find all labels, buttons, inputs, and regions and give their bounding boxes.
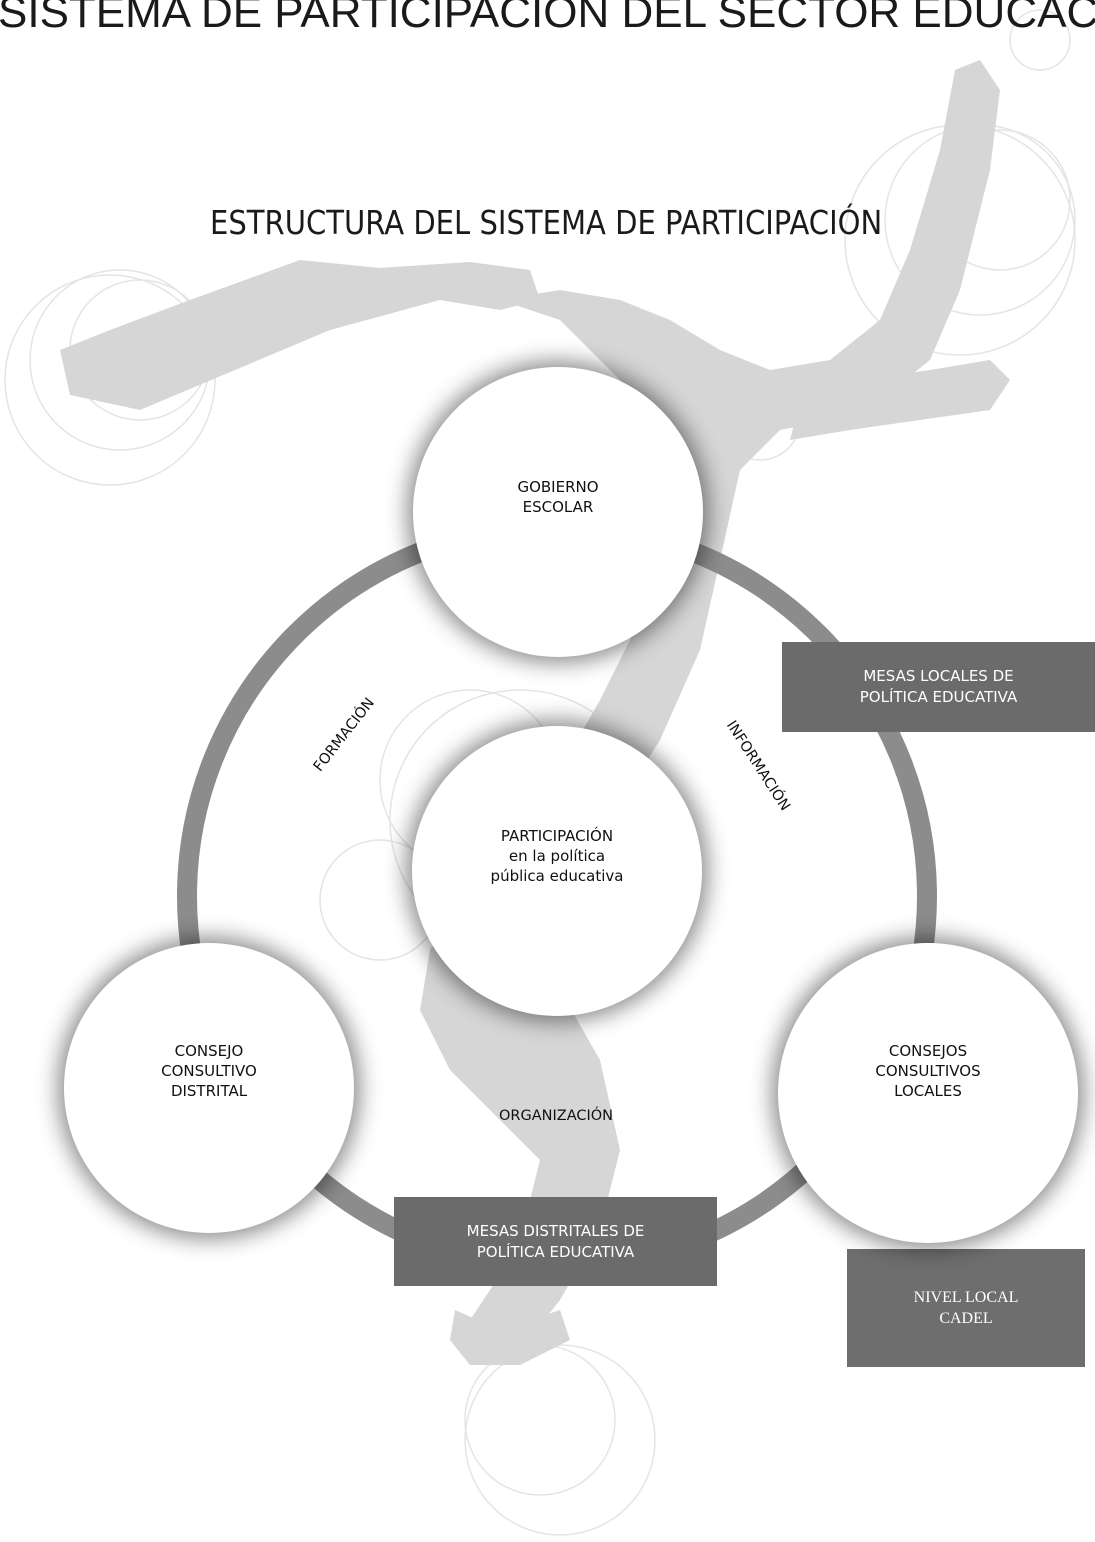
mesas-locales-label: MESAS LOCALES DE POLÍTICA EDUCATIVA [859, 667, 1018, 706]
node-participacion-center: PARTICIPACIÓN en la política pública edu… [412, 726, 702, 1016]
node-consejo-consultivo-distrital: CONSEJO CONSULTIVO DISTRITAL [64, 943, 354, 1233]
mesas-distritales-box: MESAS DISTRITALES DE POLÍTICA EDUCATIVA [394, 1197, 717, 1286]
node-consejo-distrital-label: CONSEJO CONSULTIVO DISTRITAL [161, 1041, 257, 1100]
node-gobierno-escolar-label: GOBIERNO ESCOLAR [517, 478, 599, 516]
node-participacion-label: PARTICIPACIÓN en la política pública edu… [490, 827, 624, 885]
arc-label-organizacion: ORGANIZACIÓN [499, 1108, 614, 1124]
node-consejos-locales-label: CONSEJOS CONSULTIVOS LOCALES [875, 1041, 981, 1100]
node-gobierno-escolar: GOBIERNO ESCOLAR [413, 367, 703, 657]
mesas-distritales-label: MESAS DISTRITALES DE POLÍTICA EDUCATIVA [466, 1221, 645, 1261]
nivel-local-box: NIVEL LOCAL CADEL [847, 1249, 1085, 1367]
nivel-local-label: NIVEL LOCAL CADEL [913, 1289, 1019, 1327]
silhouette-figure [60, 60, 1010, 1365]
diagram-subtitle: ESTRUCTURA DEL SISTEMA DE PARTICIPACIÓN [210, 203, 883, 242]
node-consejos-consultivos-locales: CONSEJOS CONSULTIVOS LOCALES [778, 943, 1078, 1243]
mesas-locales-box: MESAS LOCALES DE POLÍTICA EDUCATIVA [782, 642, 1095, 732]
page-title: SISTEMA DE PARTICIPACIÓN DEL SECTOR EDUC… [0, 0, 1095, 37]
